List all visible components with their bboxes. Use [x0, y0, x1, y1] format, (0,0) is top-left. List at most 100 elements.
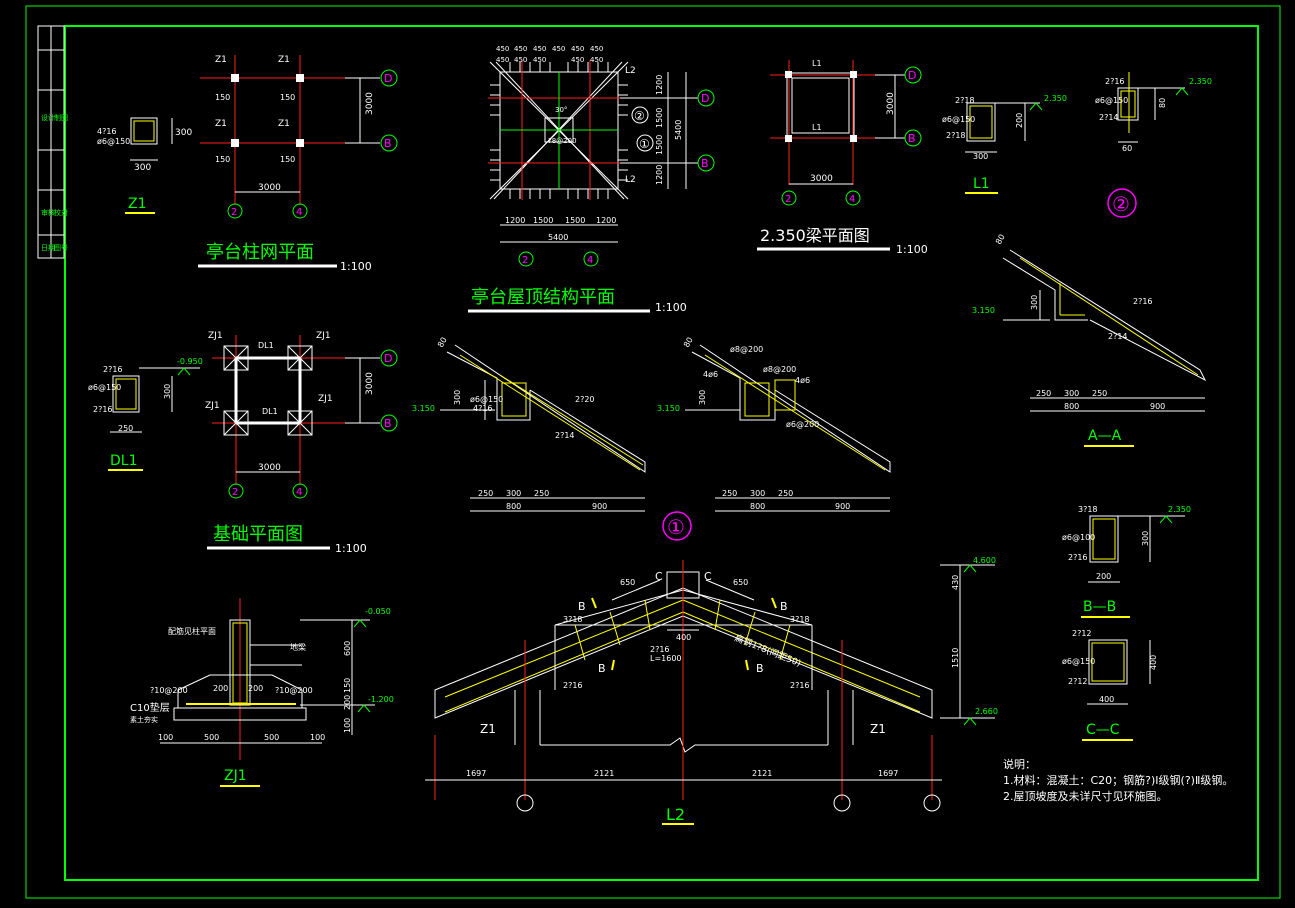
svg-text:设计: 设计: [41, 113, 55, 122]
svg-text:5400: 5400: [548, 233, 568, 242]
svg-text:图号: 图号: [54, 244, 68, 252]
svg-text:250: 250: [1036, 389, 1051, 398]
svg-text:?8@200: ?8@200: [548, 137, 577, 145]
svg-text:ø8@200: ø8@200: [763, 365, 796, 374]
svg-text:D: D: [701, 92, 709, 105]
svg-text:300: 300: [506, 489, 521, 498]
svg-text:审核: 审核: [41, 208, 55, 217]
svg-text:650: 650: [733, 578, 748, 587]
svg-text:B: B: [701, 157, 709, 170]
svg-text:450: 450: [571, 45, 584, 53]
svg-text:Z1: Z1: [215, 55, 227, 65]
notes: 说明： 1.材料：混凝土：C20；钢筋?)Ⅰ级钢(?)Ⅱ级钢。 2.屋顶坡度及未…: [1003, 757, 1233, 805]
svg-text:ZJ1: ZJ1: [205, 401, 220, 411]
svg-text:2: 2: [522, 255, 528, 266]
svg-text:400: 400: [1149, 655, 1158, 670]
svg-text:2.350: 2.350: [1168, 505, 1191, 514]
svg-text:C—C: C—C: [1086, 722, 1120, 738]
svg-text:1200: 1200: [596, 216, 616, 225]
svg-text:150: 150: [280, 155, 295, 164]
svg-text:B: B: [756, 662, 764, 675]
svg-text:250: 250: [534, 489, 549, 498]
svg-text:ZJ1: ZJ1: [318, 394, 333, 404]
svg-text:ø6@200: ø6@200: [786, 420, 819, 429]
svg-text:80: 80: [436, 336, 449, 349]
svg-text:450: 450: [514, 45, 527, 53]
svg-text:1697: 1697: [878, 769, 898, 778]
svg-text:1200: 1200: [505, 216, 525, 225]
aa-section: 80 2?16 2?14 3.150 300 250 300 250 800 9…: [972, 233, 1207, 447]
svg-text:Z1: Z1: [870, 722, 886, 736]
svg-text:150: 150: [215, 155, 230, 164]
svg-text:?10@200: ?10@200: [150, 686, 188, 695]
svg-text:800: 800: [1064, 402, 1079, 411]
svg-text:DL1: DL1: [258, 341, 274, 350]
svg-text:2.350: 2.350: [1189, 77, 1212, 86]
svg-text:3000: 3000: [886, 92, 896, 115]
svg-text:ø6@150: ø6@150: [88, 383, 121, 392]
svg-text:4ø6: 4ø6: [795, 376, 810, 385]
svg-text:150: 150: [280, 93, 295, 102]
svg-text:150: 150: [215, 93, 230, 102]
svg-text:300: 300: [1141, 531, 1150, 546]
svg-text:ø6@150: ø6@150: [942, 115, 975, 124]
svg-text:2?16: 2?16: [563, 681, 583, 690]
svg-text:D: D: [384, 352, 392, 365]
svg-text:L2: L2: [666, 805, 685, 824]
svg-text:-0.050: -0.050: [365, 607, 391, 616]
svg-text:300: 300: [1064, 389, 1079, 398]
svg-text:B: B: [578, 600, 586, 613]
svg-text:2?12: 2?12: [1068, 677, 1088, 686]
svg-text:200: 200: [213, 684, 228, 693]
svg-text:2121: 2121: [594, 769, 614, 778]
svg-text:ZJ1: ZJ1: [316, 331, 331, 341]
svg-text:800: 800: [506, 502, 521, 511]
svg-text:L2: L2: [625, 175, 636, 185]
svg-text:B: B: [384, 417, 392, 430]
svg-text:DL1: DL1: [262, 407, 278, 416]
svg-text:地梁: 地梁: [290, 642, 306, 652]
svg-text:D: D: [384, 72, 392, 85]
column-grid-plan: Z1 Z1 Z1 Z1 150 150 150 150 3000 3000 D …: [198, 55, 398, 273]
svg-text:2: 2: [785, 194, 791, 205]
svg-text:2?16: 2?16: [790, 681, 810, 690]
svg-text:500: 500: [204, 733, 219, 742]
svg-text:60: 60: [1122, 144, 1132, 153]
svg-text:?10@200: ?10@200: [275, 686, 313, 695]
svg-text:C: C: [704, 570, 712, 583]
svg-text:①: ①: [667, 515, 685, 539]
svg-text:250: 250: [778, 489, 793, 498]
notes-line-2: 2.屋顶坡度及未详尺寸见环施图。: [1003, 790, 1168, 803]
svg-text:250: 250: [722, 489, 737, 498]
svg-text:素土夯实: 素土夯实: [130, 715, 158, 724]
svg-text:1500: 1500: [565, 216, 585, 225]
svg-text:①: ①: [639, 137, 650, 151]
column-grid-title: 亭台柱网平面: [206, 242, 314, 263]
svg-text:1:100: 1:100: [340, 260, 372, 273]
svg-text:450: 450: [571, 56, 584, 64]
svg-text:ø8@200: ø8@200: [730, 345, 763, 354]
svg-text:2.350: 2.350: [1044, 94, 1067, 103]
svg-text:1500: 1500: [655, 135, 664, 155]
title-block: [37, 25, 65, 259]
svg-text:30°: 30°: [555, 106, 567, 114]
svg-text:450: 450: [552, 45, 565, 53]
svg-text:B: B: [780, 600, 788, 613]
svg-text:B: B: [908, 132, 916, 145]
svg-text:300: 300: [163, 384, 172, 399]
svg-text:200: 200: [248, 684, 263, 693]
svg-text:650: 650: [620, 578, 635, 587]
svg-text:ø6@100: ø6@100: [1062, 533, 1095, 542]
svg-text:Z1: Z1: [480, 722, 496, 736]
svg-text:3?18: 3?18: [1078, 505, 1098, 514]
svg-text:150: 150: [343, 678, 352, 693]
svg-text:450: 450: [590, 56, 603, 64]
svg-text:4?16: 4?16: [97, 127, 117, 136]
svg-text:ø6@150: ø6@150: [1062, 657, 1095, 666]
l2-elevation: 1697 2121 2121 1697 Z1 Z1 3?18 3?18 2?16…: [425, 556, 998, 825]
foundation-plan: ZJ1 ZJ1 ZJ1 ZJ1 DL1 DL1 3000 3000 D B 2 …: [205, 331, 398, 555]
beam-plan-title: 2.350梁平面图: [760, 226, 870, 245]
svg-text:450: 450: [533, 45, 546, 53]
svg-text:450: 450: [496, 56, 509, 64]
outer-frame: [25, 5, 1281, 899]
